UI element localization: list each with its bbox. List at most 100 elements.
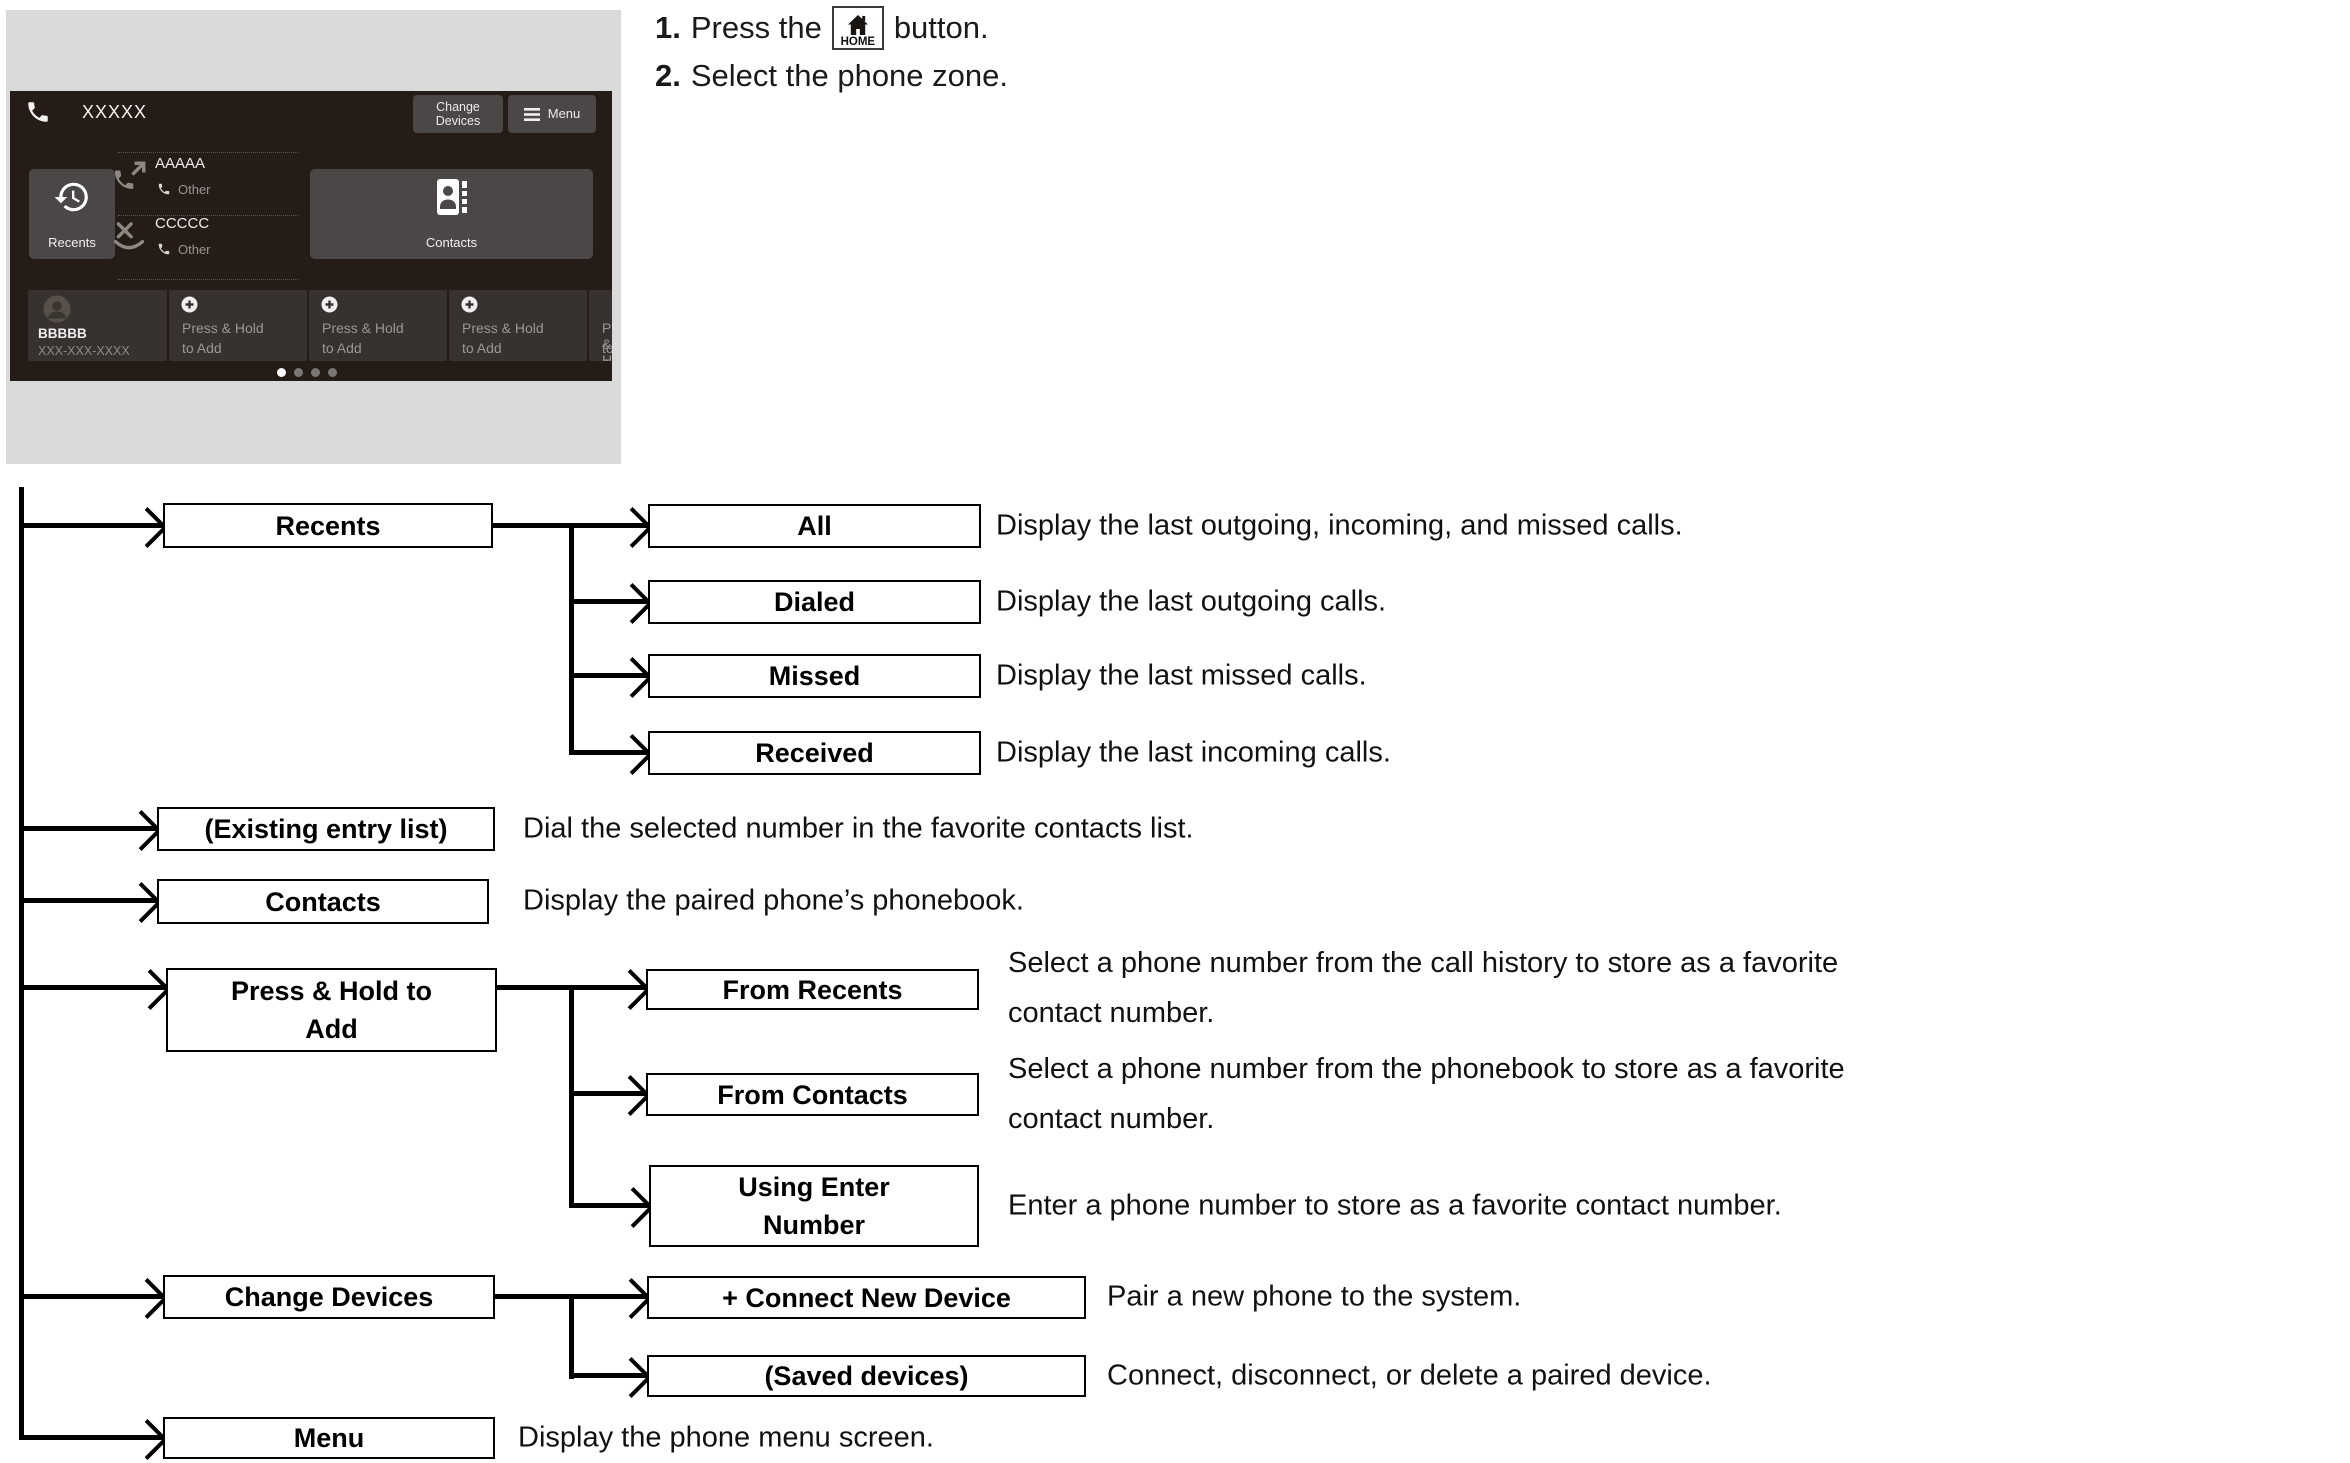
contacts-tile-label: Contacts [425, 235, 478, 250]
connector-line [495, 1294, 575, 1299]
plus-icon [181, 296, 198, 313]
arrowhead-icon [611, 656, 654, 699]
favorite-name: BBBBB [38, 326, 87, 341]
connector-line [493, 523, 574, 528]
connector-line [19, 1435, 163, 1440]
node-description: Select a phone number from the phonebook… [1008, 1053, 1845, 1135]
node-recents: Recents [163, 503, 493, 548]
arrowhead-icon [610, 1356, 653, 1399]
node-description: Display the last missed calls. [996, 659, 1367, 692]
home-button-label: HOME [840, 36, 876, 48]
phone-screen: XXXXX Change Devices Menu Recents AAAAA … [10, 91, 612, 381]
divider [118, 215, 298, 216]
node-description: Connect, disconnect, or delete a paired … [1107, 1359, 1712, 1392]
node-label: Menu [293, 1423, 365, 1453]
node-label: From Recents [722, 974, 903, 1005]
node-existing-entry-list: (Existing entry list) [157, 807, 495, 851]
node-press-hold-to-add: Press & Hold to Add [166, 968, 497, 1052]
connector-line [569, 1203, 649, 1208]
step-number: 1. [655, 10, 681, 45]
instruction-step-2: 2. Select the phone zone. [655, 52, 1008, 100]
missed-call-icon [113, 222, 145, 250]
node-label: Using Enter Number [738, 1172, 890, 1240]
add-favorite-label: Press & Hold [322, 320, 404, 336]
add-favorite-tile[interactable]: Press & Hold to Add [309, 290, 447, 361]
node-all: All [648, 504, 981, 548]
node-description: Enter a phone number to store as a favor… [1008, 1189, 1782, 1222]
connector-line [569, 1294, 647, 1299]
page-dot[interactable] [294, 368, 303, 377]
node-label: Dialed [773, 587, 856, 617]
page-dot[interactable] [328, 368, 337, 377]
add-favorite-label: Press & Hold [182, 320, 264, 336]
connector-line [497, 985, 575, 990]
node-label: (Existing entry list) [204, 814, 448, 844]
call-row-type: Other [178, 242, 211, 257]
recents-tile[interactable]: Recents [29, 169, 115, 259]
menu-button[interactable]: Menu [508, 95, 596, 133]
node-description: Display the paired phone’s phonebook. [523, 884, 1024, 917]
node-label: Change Devices [224, 1282, 434, 1312]
node-label: From Contacts [717, 1079, 908, 1110]
arrowhead-icon [609, 1074, 652, 1117]
menu-button-label: Menu [547, 106, 581, 121]
home-icon [847, 15, 868, 35]
add-favorite-tile[interactable]: Press & Hold to Add [449, 290, 587, 361]
arrowhead-icon [120, 881, 163, 924]
node-label: + Connect New Device [722, 1282, 1011, 1313]
page-indicator[interactable] [277, 368, 337, 377]
favorite-contact-tile[interactable]: BBBBB XXX-XXX-XXXX [28, 290, 167, 361]
divider [118, 152, 298, 153]
favorite-number: XXX-XXX-XXXX [38, 344, 130, 358]
tree-trunk-line [19, 487, 24, 1440]
node-label: Received [755, 738, 874, 768]
connector-line [569, 1294, 574, 1379]
node-description: Display the last outgoing, incoming, and… [996, 509, 1683, 542]
recents-clock-icon [54, 182, 88, 212]
call-row-name[interactable]: CCCCC [155, 215, 210, 232]
small-phone-icon [158, 183, 170, 195]
add-favorite-tile-partial[interactable]: Press & Hold to Add [589, 290, 612, 361]
node-saved-devices: (Saved devices) [647, 1355, 1086, 1397]
node-description: Pair a new phone to the system. [1107, 1280, 1522, 1313]
connector-line [569, 985, 646, 990]
node-label: (Saved devices) [764, 1361, 969, 1391]
phone-screen-title: XXXXX [82, 102, 148, 122]
recents-tile-label: Recents [48, 235, 96, 250]
screenshot-panel: XXXXX Change Devices Menu Recents AAAAA … [6, 10, 621, 464]
step-text: button. [893, 10, 989, 45]
node-received: Received [648, 731, 981, 775]
node-dialed: Dialed [648, 580, 981, 624]
arrowhead-icon [129, 968, 172, 1011]
connector-line [19, 523, 163, 528]
connector-line [19, 1294, 163, 1299]
arrowhead-icon [609, 968, 652, 1011]
page-dot-active[interactable] [277, 368, 286, 377]
node-connect-new-device: + Connect New Device [647, 1276, 1086, 1319]
contacts-tile[interactable]: Contacts [310, 169, 593, 259]
change-devices-button[interactable]: Change Devices [413, 95, 503, 133]
step-text: Select the phone zone. [690, 58, 1008, 93]
arrowhead-icon [611, 733, 654, 776]
call-row-name[interactable]: AAAAA [155, 155, 206, 172]
phone-handset-icon [28, 102, 48, 122]
page-dot[interactable] [311, 368, 320, 377]
instruction-step-1: 1. Press the HOME button. [655, 4, 1008, 52]
add-favorite-tile[interactable]: Press & Hold to Add [169, 290, 307, 361]
connector-line [19, 898, 157, 903]
node-missed: Missed [648, 654, 981, 698]
add-favorite-label: to Add [602, 340, 612, 361]
connector-line [569, 523, 574, 755]
outgoing-call-icon [114, 161, 146, 189]
node-label: All [797, 511, 832, 541]
node-menu: Menu [163, 1417, 495, 1459]
arrowhead-icon [126, 1277, 169, 1320]
arrowhead-icon [126, 506, 169, 549]
node-description: Display the phone menu screen. [518, 1421, 934, 1454]
node-label: Press & Hold to Add [230, 976, 433, 1044]
divider [118, 279, 298, 280]
connector-line [569, 523, 648, 528]
plus-icon [461, 296, 478, 313]
home-button: HOME [831, 6, 884, 50]
arrowhead-icon [120, 809, 163, 852]
